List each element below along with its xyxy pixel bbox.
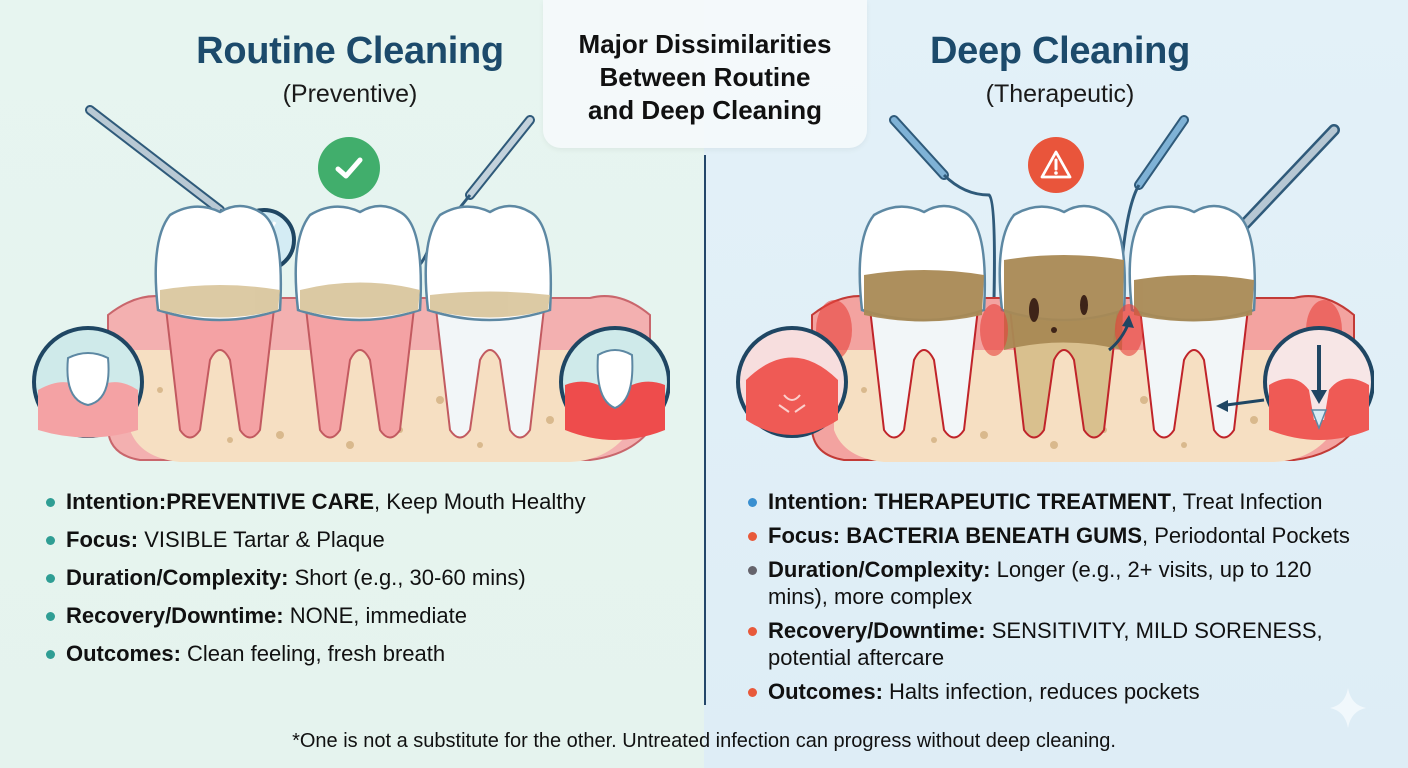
gingivitis-inset xyxy=(559,326,670,440)
bullet-dot-icon xyxy=(46,536,55,545)
item-label: Duration/Complexity: xyxy=(768,557,991,582)
bullet-dot-icon xyxy=(46,498,55,507)
item-emphasis: PREVENTIVE CARE xyxy=(166,489,375,514)
center-title-line-3: and Deep Cleaning xyxy=(587,94,823,125)
deep-cleaning-list: Intention: THERAPEUTIC TREATMENT, Treat … xyxy=(748,488,1388,712)
list-item: Outcomes: Clean feeling, fresh breath xyxy=(46,640,686,667)
routine-cleaning-subtitle: (Preventive) xyxy=(282,80,418,108)
list-item: Focus: VISIBLE Tartar & Plaque xyxy=(46,526,686,553)
bullet-dot-icon xyxy=(46,574,55,583)
footnote: *One is not a substitute for the other. … xyxy=(292,730,1116,752)
item-text: , Treat Infection xyxy=(1170,489,1323,514)
warning-triangle-icon xyxy=(1028,137,1084,193)
item-label: Outcomes: xyxy=(66,641,181,666)
bullet-dot-icon xyxy=(748,532,757,541)
center-divider xyxy=(704,155,706,705)
list-item: Intention: THERAPEUTIC TREATMENT, Treat … xyxy=(748,488,1388,515)
list-item: Outcomes: Halts infection, reduces pocke… xyxy=(748,678,1388,705)
bullet-dot-icon xyxy=(748,498,757,507)
list-item: Duration/Complexity: Short (e.g., 30-60 … xyxy=(46,564,686,591)
deep-cleaning-subtitle: (Therapeutic) xyxy=(985,80,1135,108)
item-text: , Periodontal Pockets xyxy=(1142,523,1350,548)
bullet-dot-icon xyxy=(46,650,55,659)
bullet-dot-icon xyxy=(748,627,757,636)
scaler-instrument-icon xyxy=(889,115,996,301)
list-item: Recovery/Downtime: SENSITIVITY, MILD SOR… xyxy=(748,617,1368,671)
item-text: Clean feeling, fresh breath xyxy=(180,641,446,666)
item-label: Outcomes: xyxy=(768,679,883,704)
item-label: Recovery/Downtime: xyxy=(768,618,986,643)
item-text: , Keep Mouth Healthy xyxy=(374,489,586,514)
item-label: Duration/Complexity: xyxy=(66,565,289,590)
infected-teeth-illustration xyxy=(736,115,1374,462)
check-circle-icon xyxy=(318,137,380,199)
sparkle-icon xyxy=(1330,688,1366,728)
item-text: VISIBLE Tartar & Plaque xyxy=(138,527,385,552)
center-title-line-1: Major Dissimilarities xyxy=(578,28,832,59)
center-title-line-2: Between Routine xyxy=(599,61,811,92)
inflamed-gum-inset xyxy=(736,326,848,438)
item-text: Halts infection, reduces pockets xyxy=(882,679,1200,704)
item-label: Intention: xyxy=(66,489,167,514)
item-text: Longer (e.g., 2+ visits, up to 120 mins)… xyxy=(768,557,1312,609)
item-emphasis: THERAPEUTIC TREATMENT xyxy=(868,489,1171,514)
periodontal-pocket-inset xyxy=(1216,326,1374,440)
item-text: SENSITIVITY, MILD SORENESS, potential af… xyxy=(768,618,1323,670)
item-label: Focus: xyxy=(66,527,139,552)
deep-cleaning-title: Deep Cleaning xyxy=(929,30,1191,72)
bullet-dot-icon xyxy=(748,566,757,575)
center-title-box: Major Dissimilarities Between Routine an… xyxy=(543,0,867,148)
bullet-dot-icon xyxy=(748,688,757,697)
item-label: Intention: xyxy=(768,489,869,514)
routine-cleaning-list: Intention:PREVENTIVE CARE, Keep Mouth He… xyxy=(46,488,686,678)
list-item: Focus: BACTERIA BENEATH GUMS, Periodonta… xyxy=(748,522,1388,549)
bullet-dot-icon xyxy=(46,612,55,621)
item-emphasis: BACTERIA BENEATH GUMS xyxy=(840,523,1143,548)
healthy-teeth-illustration xyxy=(32,105,670,462)
item-label: Recovery/Downtime: xyxy=(66,603,284,628)
item-text: Short (e.g., 30-60 mins) xyxy=(288,565,526,590)
item-label: Focus: xyxy=(768,523,841,548)
list-item: Duration/Complexity: Longer (e.g., 2+ vi… xyxy=(748,556,1348,610)
list-item: Recovery/Downtime: NONE, immediate xyxy=(46,602,686,629)
item-text: NONE, immediate xyxy=(283,603,468,628)
routine-cleaning-title: Routine Cleaning xyxy=(196,30,504,72)
list-item: Intention:PREVENTIVE CARE, Keep Mouth He… xyxy=(46,488,686,515)
healthy-gum-inset xyxy=(32,326,144,438)
